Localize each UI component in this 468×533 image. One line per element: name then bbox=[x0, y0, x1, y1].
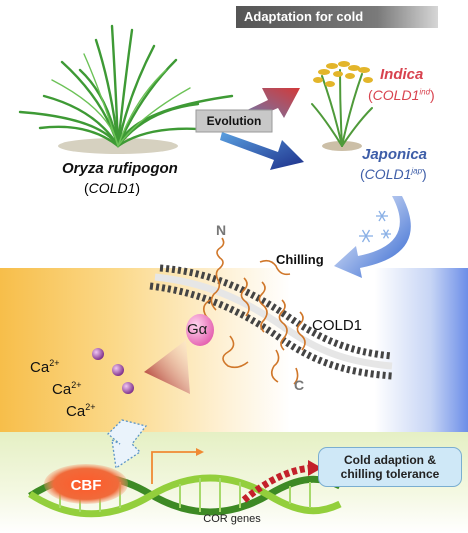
outcome-arrowhead bbox=[308, 460, 322, 476]
japonica-label: Japonica bbox=[362, 146, 428, 163]
c-terminus-label: C bbox=[294, 377, 304, 393]
evolution-box bbox=[195, 109, 273, 133]
title-banner: Adaptation for cold bbox=[236, 6, 438, 28]
chilling-label: Chilling bbox=[276, 252, 324, 267]
signal-arrow bbox=[107, 419, 148, 470]
cell-membrane bbox=[149, 264, 393, 380]
calcium-ion-label: Ca2+ bbox=[52, 380, 82, 398]
cor-genes-label: COR genes bbox=[203, 513, 261, 525]
evolution-label: Evolution bbox=[207, 114, 262, 128]
wild-species-label: Oryza rufipogon bbox=[62, 160, 178, 177]
snowflake-icons bbox=[359, 210, 391, 243]
cbf-label: CBF bbox=[71, 477, 102, 494]
cbf-protein bbox=[44, 464, 128, 504]
transcription-arrowhead bbox=[196, 448, 204, 456]
transcription-arrow bbox=[151, 451, 196, 484]
calcium-ion-ball bbox=[112, 364, 124, 376]
japonica-gene-label: (COLD1jap) bbox=[360, 166, 427, 182]
indica-gene-label: (COLD1ind) bbox=[368, 87, 435, 103]
cold1-protein bbox=[202, 237, 306, 385]
indica-label: Indica bbox=[380, 66, 424, 83]
calcium-ion-ball bbox=[92, 348, 104, 360]
calcium-ion-ball bbox=[122, 382, 134, 394]
calcium-ion-label: Ca2+ bbox=[66, 402, 96, 420]
cold1-label: COLD1 bbox=[312, 317, 362, 334]
calcium-ion-label: Ca2+ bbox=[30, 358, 60, 376]
calcium-influx-arrow bbox=[144, 340, 190, 394]
outcome-line-1: Cold adaption & bbox=[344, 453, 436, 467]
g-alpha-protein bbox=[186, 314, 214, 346]
g-alpha-label: Gα bbox=[187, 321, 208, 338]
wild-rice-plant bbox=[18, 24, 234, 154]
outcome-box: Cold adaption & chilling tolerance bbox=[318, 447, 462, 487]
outcome-line-2: chilling tolerance bbox=[340, 467, 440, 481]
outcome-arrow bbox=[241, 464, 313, 503]
wild-gene-label: (COLD1) bbox=[84, 180, 141, 196]
n-terminus-label: N bbox=[216, 222, 226, 238]
cultivated-rice-plant bbox=[311, 61, 373, 151]
chilling-arrow bbox=[334, 196, 411, 278]
